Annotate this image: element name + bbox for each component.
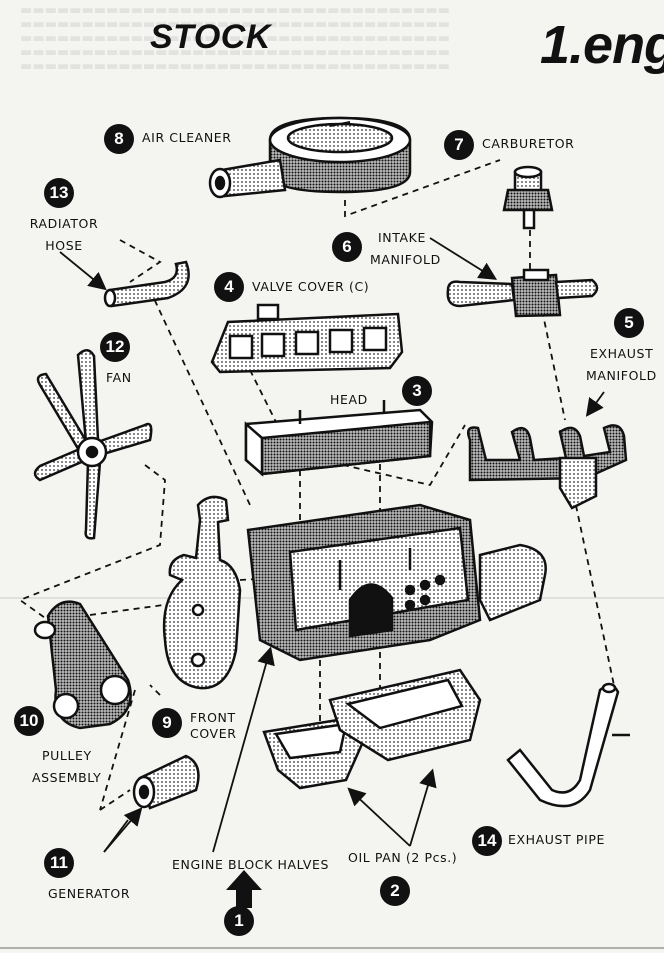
part-label-oil-pan: OIL PAN (2 Pcs.) (348, 850, 458, 865)
part-badge-6: 6 (332, 232, 362, 262)
part-label-valve-cover: VALVE COVER (C) (252, 279, 370, 294)
part-label-generator: GENERATOR (48, 886, 131, 901)
part-badge-1: 1 (224, 906, 254, 936)
generator-illustration (132, 754, 200, 810)
step-heading: 1.eng (540, 15, 664, 75)
part-label-radiator: RADIATOR (29, 216, 99, 231)
part-label-intake-manifold: MANIFOLD (370, 252, 441, 267)
pulley-assembly-illustration (33, 600, 132, 730)
part-badge-14: 14 (472, 826, 502, 856)
part-label-exhaust-pipe: EXHAUST PIPE (508, 832, 605, 847)
up-arrow-icon (226, 870, 262, 908)
part-badge-3: 3 (402, 376, 432, 406)
valve-cover-illustration (210, 303, 404, 374)
part-label-front: FRONT (190, 710, 236, 725)
part-label-engine-block: ENGINE BLOCK HALVES (172, 857, 329, 872)
part-label-intake: INTAKE (378, 230, 426, 245)
part-badge-4: 4 (214, 272, 244, 302)
part-badge-11: 11 (44, 848, 74, 878)
part-badge-7: 7 (444, 130, 474, 160)
part-label-hose: HOSE (45, 238, 83, 253)
stock-heading: STOCK (150, 18, 271, 56)
part-label-head: HEAD (330, 392, 368, 407)
engine-block-illustration (246, 503, 547, 662)
carburetor-illustration (502, 165, 554, 230)
exhaust-pipe-illustration (506, 682, 630, 808)
oil-pan-illustration (262, 668, 482, 790)
part-label-exhaust-manifold: MANIFOLD (586, 368, 657, 383)
cylinder-head-illustration (244, 400, 434, 477)
part-badge-10: 10 (14, 706, 44, 736)
part-label-air-cleaner: AIR CLEANER (142, 130, 232, 145)
part-badge-9: 9 (152, 708, 182, 738)
part-badge-13: 13 (44, 178, 74, 208)
part-label-pulley-assembly: ASSEMBLY (32, 770, 102, 785)
part-badge-2: 2 (380, 876, 410, 906)
part-label-fan: FAN (106, 370, 132, 385)
part-badge-8: 8 (104, 124, 134, 154)
radiator-hose-illustration (103, 260, 190, 308)
exhaust-manifold-illustration (467, 424, 628, 510)
fan-illustration (33, 349, 153, 540)
air-cleaner-illustration (208, 116, 412, 199)
part-label-carburetor: CARBURETOR (482, 136, 575, 151)
part-label-pulley: PULLEY (42, 748, 92, 763)
intake-manifold-illustration (446, 268, 599, 318)
part-label-front-cover: COVER (190, 726, 237, 741)
part-badge-5: 5 (614, 308, 644, 338)
front-cover-illustration (162, 495, 242, 690)
part-label-exhaust: EXHAUST (590, 346, 654, 361)
part-badge-12: 12 (100, 332, 130, 362)
leader-arrows (59, 237, 605, 853)
